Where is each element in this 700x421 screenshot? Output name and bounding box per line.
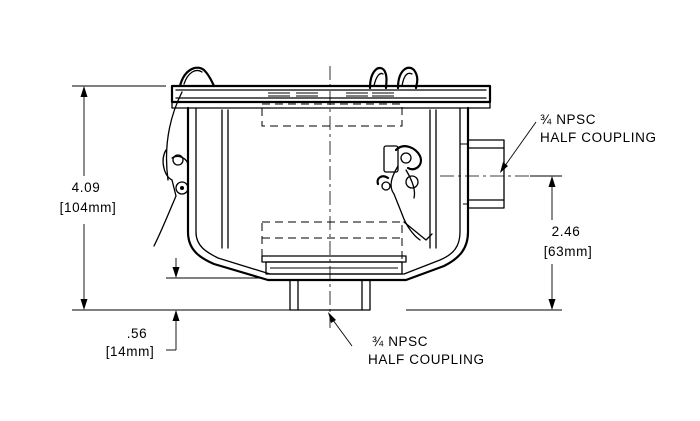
grate-slots	[268, 92, 394, 97]
top-grate	[170, 84, 492, 109]
bottom-outlet-depth-inches: .56	[126, 326, 148, 341]
side-outlet-height-inches: 2.46	[551, 224, 581, 239]
bottom-coupling-size: ¾ NPSC	[372, 334, 429, 349]
bottom-outlet-depth-dimension	[166, 258, 262, 351]
bottom-coupling-type: HALF COUPLING	[368, 352, 485, 367]
side-outlet-height-metric: [63mm]	[543, 244, 593, 259]
center-lines	[329, 66, 530, 328]
bottom-outlet-depth-metric: [14mm]	[105, 344, 155, 359]
side-coupling-size: ¾ NPSC	[540, 112, 597, 127]
drain-body	[186, 103, 470, 282]
wire-handle-right	[368, 66, 419, 90]
overall-height-inches: 4.09	[71, 180, 101, 195]
bottom-coupling-leader	[328, 312, 353, 347]
left-latch	[153, 149, 189, 247]
overall-height-dimension	[72, 85, 290, 311]
side-coupling-type: HALF COUPLING	[540, 130, 657, 145]
wire-handle-left	[165, 66, 216, 181]
overall-height-metric: [104mm]	[59, 200, 117, 215]
side-outlet-height-dimension	[406, 175, 562, 311]
side-outlet	[459, 139, 505, 209]
right-latch	[376, 145, 433, 241]
side-coupling-leader	[500, 121, 537, 173]
